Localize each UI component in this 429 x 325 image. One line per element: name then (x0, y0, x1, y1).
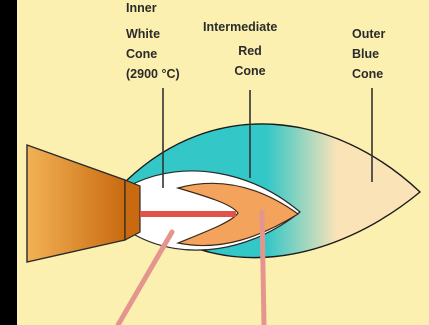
pointer-line-intermediate (262, 212, 264, 325)
label-inner-line-1: Inner (126, 1, 157, 15)
label-outer-line-3: Cone (352, 67, 383, 81)
label-intermediate-line-1: Intermediate (203, 20, 277, 34)
label-outer-line-1: Outer (352, 27, 385, 41)
label-intermediate-line-3: Cone (234, 64, 265, 78)
label-intermediate-line-2: Red (238, 44, 262, 58)
label-outer-line-2: Blue (352, 47, 379, 61)
label-inner-line-2: White (126, 27, 160, 41)
label-inner-line-4: (2900 °C) (126, 67, 180, 81)
label-inner-line-3: Cone (126, 47, 157, 61)
torch-nozzle-tip (125, 180, 140, 240)
